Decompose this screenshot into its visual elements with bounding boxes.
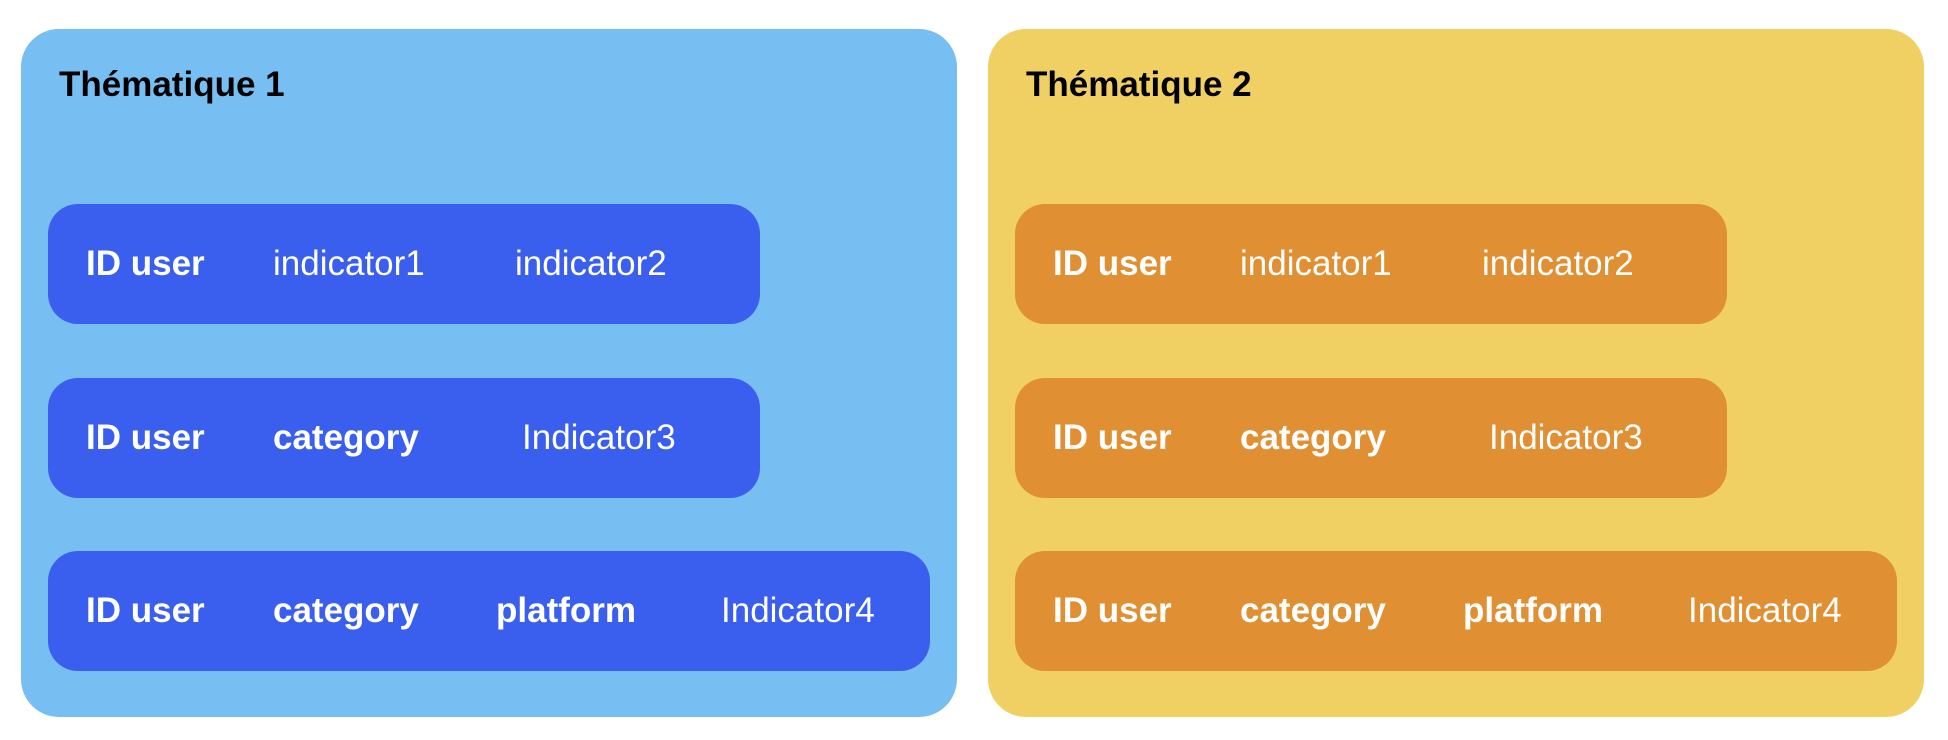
indicator2-label: indicator2	[515, 244, 667, 283]
id-user-label: ID user	[86, 418, 205, 457]
thematique-2-panel: Thématique 2 ID user indicator1 indicato…	[988, 29, 1924, 717]
panel-title: Thématique 2	[1026, 65, 1252, 104]
indicator1-label: indicator1	[273, 244, 425, 283]
table-row-1: ID user indicator1 indicator2	[48, 204, 760, 324]
category-label: category	[273, 591, 419, 630]
id-user-label: ID user	[86, 591, 205, 630]
indicator4-label: Indicator4	[1688, 591, 1842, 630]
id-user-label: ID user	[1053, 591, 1172, 630]
id-user-label: ID user	[1053, 418, 1172, 457]
table-row-3: ID user category platform Indicator4	[1015, 551, 1897, 671]
category-label: category	[273, 418, 419, 457]
indicator3-label: Indicator3	[1489, 418, 1643, 457]
platform-label: platform	[1463, 591, 1603, 630]
id-user-label: ID user	[1053, 244, 1172, 283]
indicator4-label: Indicator4	[721, 591, 875, 630]
table-row-3: ID user category platform Indicator4	[48, 551, 930, 671]
panel-title: Thématique 1	[59, 65, 285, 104]
platform-label: platform	[496, 591, 636, 630]
table-row-2: ID user category Indicator3	[48, 378, 760, 498]
indicator1-label: indicator1	[1240, 244, 1392, 283]
id-user-label: ID user	[86, 244, 205, 283]
indicator2-label: indicator2	[1482, 244, 1634, 283]
indicator3-label: Indicator3	[522, 418, 676, 457]
table-row-1: ID user indicator1 indicator2	[1015, 204, 1727, 324]
category-label: category	[1240, 418, 1386, 457]
category-label: category	[1240, 591, 1386, 630]
thematique-1-panel: Thématique 1 ID user indicator1 indicato…	[21, 29, 957, 717]
table-row-2: ID user category Indicator3	[1015, 378, 1727, 498]
